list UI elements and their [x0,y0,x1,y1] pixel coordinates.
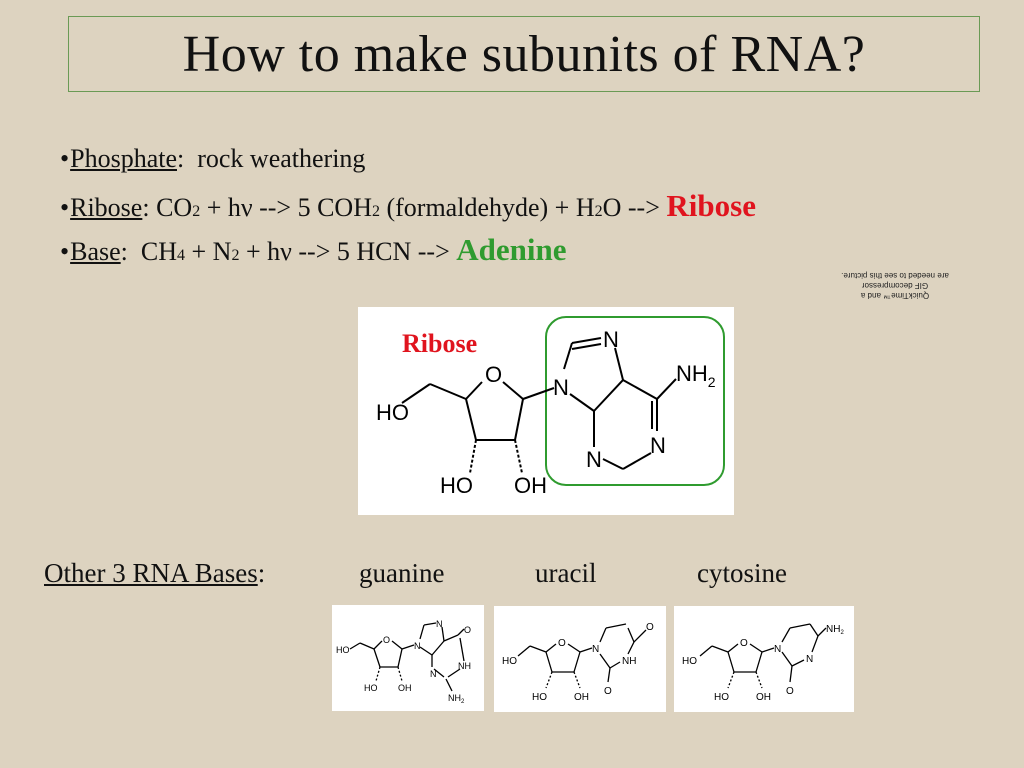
small-o: O [786,686,794,697]
cytosine-label: cytosine [697,558,787,588]
ribose-eq-1: : CO [142,193,193,222]
ribose-label: Ribose [402,329,477,358]
cytidine-structure: O N NH2 N O HO HO OH [674,606,854,712]
small-n: N [436,619,443,629]
small-n: N [774,644,781,655]
small-oh: OH [574,692,589,703]
quicktime-line: are needed to see this picture. [841,271,949,280]
small-n: N [414,641,421,651]
atom-oh-3: OH [514,473,547,498]
adenine-bonds [563,337,677,470]
atom-n7: N [603,327,619,352]
small-o: O [646,622,654,633]
quicktime-line: QuickTime™ and a [860,291,930,300]
ribose-term: Ribose [70,193,143,222]
small-ho: HO [714,692,729,703]
small-nh: NH [458,661,471,671]
phosphate-text: : rock weathering [177,144,366,173]
base-eq-1: : CH [120,237,177,266]
small-o: O [604,686,612,697]
ribose-result: Ribose [666,188,756,223]
base-eq-3: + hν --> 5 HCN --> [239,237,457,266]
uridine-structure: O N O NH O HO HO OH [494,606,666,712]
atom-n3: N [586,447,602,472]
bullet-dot: • [60,237,70,266]
guanosine-structure: O N N O NH N NH2 HO HO OH [332,605,484,711]
small-ho: HO [502,656,517,667]
small-oh: OH [398,683,412,693]
adenine-highlight-box [545,316,725,486]
bullet-dot: • [60,144,70,173]
small-o: O [740,638,748,649]
small-ho: HO [364,683,378,693]
small-oh: OH [756,692,771,703]
ribose-eq-4: O --> [602,193,667,222]
small-n: N [592,644,599,655]
small-ho: HO [336,645,350,655]
adenine-result: Adenine [456,232,567,267]
title-box: How to make subunits of RNA? [68,16,980,92]
small-o: O [464,625,471,635]
small-o: O [558,638,566,649]
atom-o-ring: O [485,362,502,387]
small-n: N [806,654,813,665]
base-term: Base [70,237,121,266]
ribose-eq-2: + hν --> 5 COH [200,193,372,222]
atom-ho-5: HO [376,400,409,425]
atom-nh2: NH2 [676,361,716,390]
small-nh2: NH2 [826,624,844,636]
ribose-eq-3: (formaldehyde) + H [379,193,595,222]
guanine-label: guanine [359,558,445,588]
page-title: How to make subunits of RNA? [182,25,866,83]
base-eq-2: + N [185,237,232,266]
other-bases-label: Other 3 RNA Bases: [44,558,266,588]
quicktime-placeholder-note: QuickTime™ and a GIF decompressor are ne… [840,270,950,300]
atom-n1: N [650,433,666,458]
small-ho: HO [532,692,547,703]
ribose-bonds [401,381,555,474]
atom-n9: N [553,375,569,400]
adenosine-structure: Ribose O [358,307,734,515]
adenosine-svg: Ribose O [376,316,725,498]
bullet-list: • Phosphate : rock weathering • Ribose :… [60,146,1000,278]
small-nh2: NH2 [448,693,465,705]
small-nh: NH [622,656,636,667]
bullet-dot: • [60,193,70,222]
quicktime-line: GIF decompressor [861,281,929,290]
uracil-label: uracil [535,558,597,588]
small-ho: HO [682,656,697,667]
bullet-phosphate: • Phosphate : rock weathering [60,146,1000,190]
atom-ho-2: HO [440,473,473,498]
small-o: O [383,635,390,645]
small-n: N [430,669,437,679]
phosphate-term: Phosphate [70,144,177,173]
